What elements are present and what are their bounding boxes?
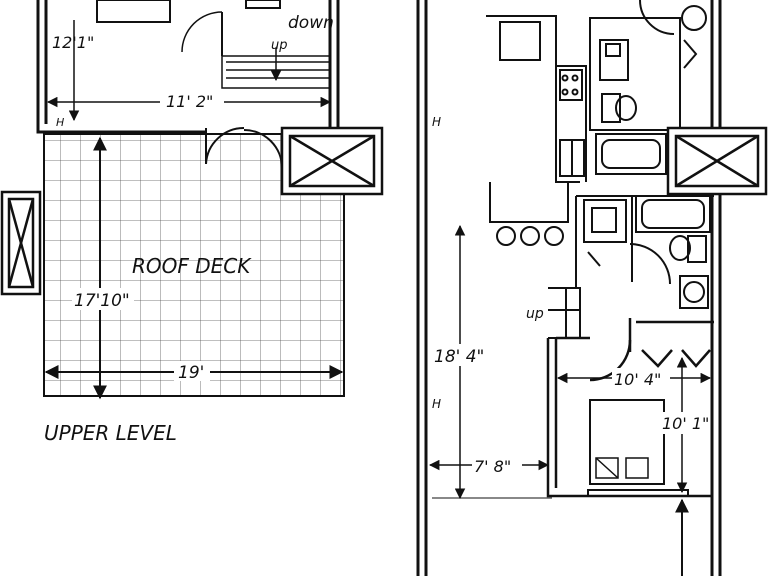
label-roof-deck: ROOF DECK bbox=[132, 254, 252, 278]
label-up-stair: up bbox=[271, 38, 288, 53]
label-dim-18-4: 18' 4" bbox=[434, 347, 484, 367]
marker-h-lower-1: H bbox=[432, 115, 441, 129]
upper-door-swing bbox=[181, 11, 223, 53]
upper-bathroom bbox=[589, 0, 707, 175]
label-dim-11-2: 11' 2" bbox=[166, 92, 213, 111]
lower-stair bbox=[548, 287, 581, 339]
upper-bed bbox=[96, 0, 171, 23]
skylight-deck bbox=[280, 126, 384, 196]
marker-h-lower-2: H bbox=[432, 397, 441, 411]
laundry-bath bbox=[575, 195, 714, 309]
lower-level-plan: H H bbox=[416, 0, 768, 576]
label-dim-12-1: 12'1" bbox=[52, 33, 94, 52]
label-dim-17-10: 17'10" bbox=[74, 291, 130, 311]
skylight-lower bbox=[666, 126, 768, 196]
marker-h-upper: H bbox=[56, 116, 64, 129]
label-up-lower: up bbox=[526, 306, 544, 322]
label-dim-10-4: 10' 4" bbox=[614, 370, 661, 389]
skylight-left bbox=[0, 190, 42, 296]
label-upper-level: UPPER LEVEL bbox=[44, 421, 177, 445]
bedroom bbox=[546, 318, 714, 498]
stair bbox=[221, 48, 331, 89]
label-dim-10-1: 10' 1" bbox=[662, 414, 709, 433]
kitchen bbox=[486, 15, 587, 246]
upper-cabinet bbox=[245, 0, 281, 9]
label-dim-19: 19' bbox=[178, 363, 204, 383]
upper-level-plan: down up 12'1" 11' 2" H bbox=[0, 0, 384, 445]
label-dim-7-8: 7' 8" bbox=[474, 457, 511, 476]
lower-outer-walls bbox=[416, 0, 722, 576]
label-down: down bbox=[288, 13, 334, 33]
